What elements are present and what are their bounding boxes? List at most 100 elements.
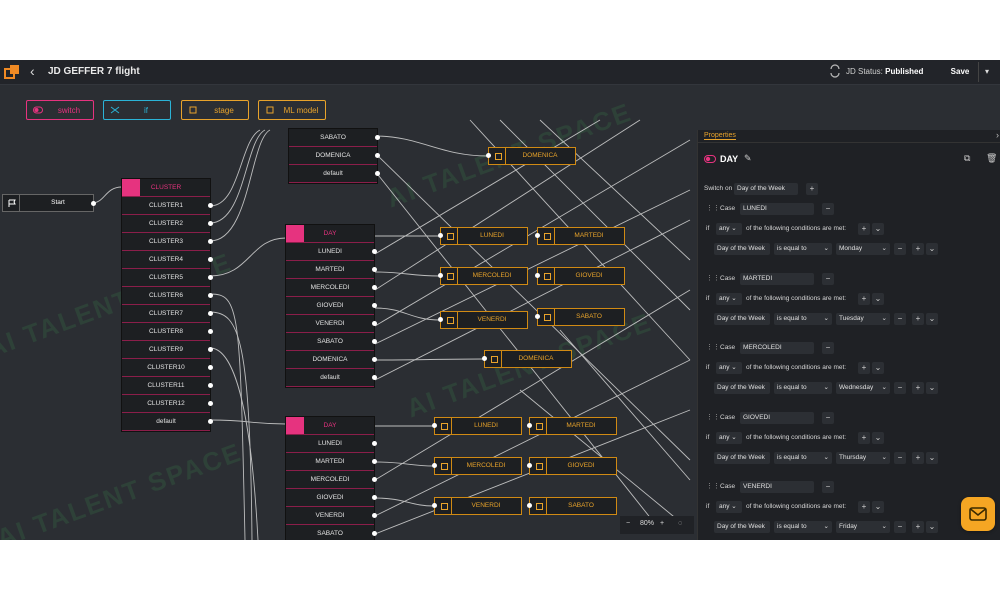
input-port[interactable] (527, 423, 532, 428)
condition-value-select[interactable]: Monday⌄ (836, 243, 890, 255)
input-port[interactable] (432, 423, 437, 428)
add-condition-button[interactable]: + (858, 501, 870, 513)
switch-case-row[interactable]: SABATO (286, 525, 377, 540)
input-port[interactable] (482, 356, 487, 361)
condition-value-select[interactable]: Friday⌄ (836, 521, 890, 533)
stage-node[interactable]: DOMENICA (486, 147, 576, 165)
condition-options-chevron-icon[interactable]: ⌄ (872, 431, 884, 444)
condition-row-options-chevron-icon[interactable]: ⌄ (926, 521, 938, 533)
operator-select[interactable]: is equal to⌄ (774, 521, 832, 533)
save-options-chevron-icon[interactable]: ▾ (978, 62, 995, 82)
output-port[interactable] (372, 285, 377, 290)
condition-row-options-chevron-icon[interactable]: ⌄ (926, 451, 938, 464)
add-condition-row-button[interactable]: + (912, 521, 924, 533)
output-port[interactable] (208, 419, 213, 424)
condition-value-select[interactable]: Tuesday⌄ (836, 312, 890, 325)
stage-node[interactable]: VENERDI (432, 497, 522, 515)
add-condition-button[interactable]: + (858, 362, 870, 374)
condition-field-select[interactable]: Day of the Week (714, 451, 770, 464)
output-port[interactable] (208, 275, 213, 280)
zoom-out-button[interactable]: − (626, 520, 631, 527)
stage-node[interactable]: SABATO (535, 308, 625, 326)
switch-case-row[interactable]: VENERDI (286, 507, 377, 525)
add-condition-button[interactable]: + (858, 292, 870, 305)
remove-case-button[interactable]: − (822, 203, 834, 215)
condition-options-chevron-icon[interactable]: ⌄ (872, 223, 884, 235)
drag-handle-icon[interactable]: ⋮⋮ (706, 413, 720, 421)
case-name-field[interactable]: LUNEDI (740, 203, 814, 215)
output-port[interactable] (375, 135, 380, 140)
match-any-select[interactable]: any ⌄ (716, 223, 742, 235)
switch-case-row[interactable]: default (286, 369, 377, 387)
switch-case-row[interactable]: DOMENICA (289, 147, 380, 165)
stage-node[interactable]: MERCOLEDI (432, 457, 522, 475)
switch-case-row[interactable]: CLUSTER11 (122, 377, 213, 395)
operator-select[interactable]: is equal to⌄ (774, 451, 832, 464)
add-condition-button[interactable]: + (858, 223, 870, 235)
chat-button[interactable] (961, 497, 995, 531)
stage-node[interactable]: MARTEDI (535, 227, 625, 245)
add-condition-row-button[interactable]: + (912, 312, 924, 325)
remove-condition-button[interactable]: − (894, 243, 906, 255)
stage-node[interactable]: MERCOLEDI (438, 267, 528, 285)
output-port[interactable] (372, 339, 377, 344)
condition-field-select[interactable]: Day of the Week (714, 243, 770, 255)
switch-on-field[interactable]: Day of the Week (734, 183, 798, 195)
match-any-select[interactable]: any ⌄ (716, 431, 742, 444)
condition-field-select[interactable]: Day of the Week (714, 382, 770, 394)
output-port[interactable] (372, 441, 377, 446)
add-condition-row-button[interactable]: + (912, 382, 924, 394)
switch-case-row[interactable]: MARTEDI (286, 453, 377, 471)
switch-case-row[interactable]: CLUSTER8 (122, 323, 213, 341)
zoom-in-button[interactable]: + (660, 520, 665, 527)
case-name-field[interactable]: GIOVEDI (740, 411, 814, 424)
case-name-field[interactable]: MERCOLEDI (740, 342, 814, 354)
switch-case-row[interactable]: SABATO (289, 129, 380, 147)
output-port[interactable] (372, 303, 377, 308)
condition-row-options-chevron-icon[interactable]: ⌄ (926, 382, 938, 394)
tab-properties[interactable]: Properties (704, 132, 736, 140)
operator-select[interactable]: is equal to⌄ (774, 382, 832, 394)
output-port[interactable] (375, 153, 380, 158)
case-name-field[interactable]: MARTEDI (740, 272, 814, 285)
switch-case-row[interactable]: CLUSTER5 (122, 269, 213, 287)
input-port[interactable] (535, 233, 540, 238)
switch-case-row[interactable]: CLUSTER12 (122, 395, 213, 413)
condition-options-chevron-icon[interactable]: ⌄ (872, 501, 884, 513)
remove-case-button[interactable]: − (822, 411, 834, 424)
output-port[interactable] (372, 357, 377, 362)
switch-case-row[interactable]: default (289, 165, 380, 183)
switch-case-row[interactable]: MERCOLEDI (286, 471, 377, 489)
switch-case-row[interactable]: CLUSTER7 (122, 305, 213, 323)
output-port[interactable] (372, 267, 377, 272)
app-logo-icon[interactable] (4, 64, 20, 80)
stage-node[interactable]: GIOVEDI (535, 267, 625, 285)
switch-case-row[interactable]: CLUSTER9 (122, 341, 213, 359)
condition-value-select[interactable]: Wednesday⌄ (836, 382, 890, 394)
switch-case-row[interactable]: CLUSTER2 (122, 215, 213, 233)
switch-case-row[interactable]: GIOVEDI (286, 297, 377, 315)
operator-select[interactable]: is equal to⌄ (774, 243, 832, 255)
switch-case-row[interactable]: MARTEDI (286, 261, 377, 279)
fit-view-icon[interactable]: ◌ (678, 520, 683, 527)
remove-condition-button[interactable]: − (894, 312, 906, 325)
output-port[interactable] (375, 171, 380, 176)
stage-node[interactable]: MARTEDI (527, 417, 617, 435)
start-node[interactable]: Start (2, 194, 96, 212)
switch-case-row[interactable]: VENERDI (286, 315, 377, 333)
input-port[interactable] (527, 463, 532, 468)
input-port[interactable] (486, 153, 491, 158)
drag-handle-icon[interactable]: ⋮⋮ (706, 344, 720, 351)
remove-condition-button[interactable]: − (894, 382, 906, 394)
output-port[interactable] (372, 531, 377, 536)
back-arrow-icon[interactable]: ‹ (30, 63, 35, 79)
input-port[interactable] (432, 503, 437, 508)
stage-node[interactable]: LUNEDI (438, 227, 528, 245)
switch-case-row[interactable]: LUNEDI (286, 435, 377, 453)
switch-case-row[interactable]: SABATO (286, 333, 377, 351)
output-port[interactable] (208, 347, 213, 352)
stage-tool-button[interactable]: stage (181, 100, 249, 120)
